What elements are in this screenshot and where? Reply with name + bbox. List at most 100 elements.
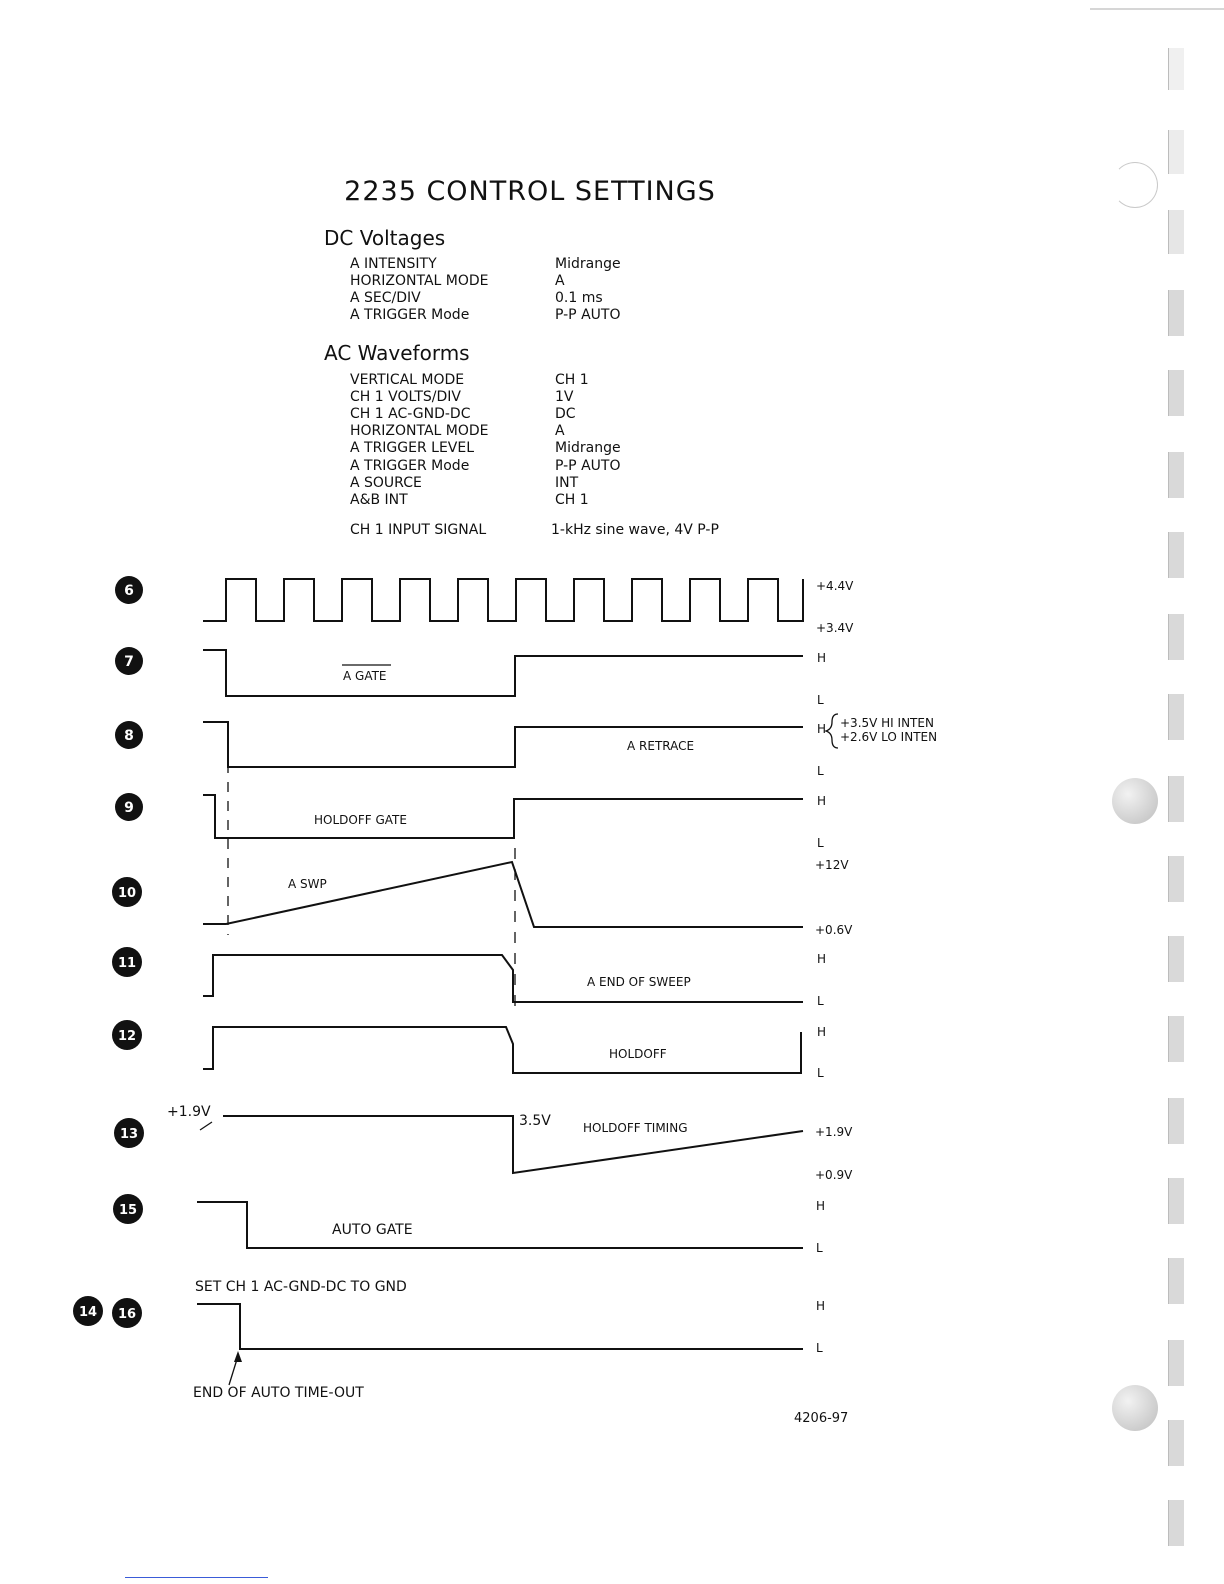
control-value: CH 1: [555, 371, 589, 388]
level-label: +4.4V: [816, 579, 854, 593]
dc-voltages-heading: DC Voltages: [324, 226, 446, 250]
level-label: H: [816, 1299, 825, 1313]
binder-tab: [1168, 1016, 1184, 1062]
marker-8: 8: [115, 721, 143, 749]
marker-12: 12: [112, 1020, 142, 1050]
level-label: H: [816, 1199, 825, 1213]
settings-row: A INTENSITY Midrange: [350, 255, 780, 272]
peak-level-label: 3.5V: [519, 1113, 551, 1129]
marker-14: 14: [73, 1296, 103, 1326]
svg-text:15: 15: [119, 1203, 137, 1218]
lo-inten-label: +2.6V LO INTEN: [840, 730, 937, 744]
control-name: A INTENSITY: [350, 255, 437, 272]
svg-text:12: 12: [118, 1029, 136, 1044]
svg-text:16: 16: [118, 1307, 136, 1322]
waveform-16-auto-timeout: [197, 1303, 803, 1350]
binder-ring-arc: [1112, 162, 1158, 208]
level-label: L: [817, 994, 824, 1008]
control-name: CH 1 INPUT SIGNAL: [350, 522, 487, 538]
svg-text:9: 9: [124, 800, 134, 816]
holdoff-timing-label: HOLDOFF TIMING: [583, 1121, 688, 1135]
a-sweep-label: A SWP: [288, 877, 327, 891]
pointer-line: [199, 1121, 213, 1131]
control-value: 0.1 ms: [555, 289, 603, 306]
level-label: H: [817, 722, 826, 736]
hi-inten-label: +3.5V HI INTEN: [840, 716, 934, 730]
control-value: A: [555, 272, 565, 289]
holdoff-gate-label: HOLDOFF GATE: [314, 813, 407, 827]
control-name: A&B INT: [350, 491, 408, 508]
svg-text:11: 11: [118, 956, 136, 971]
end-of-auto-timeout-note: END OF AUTO TIME-OUT: [193, 1385, 364, 1401]
binder-tab: [1168, 1500, 1184, 1546]
waveform-9-holdoff-gate: [203, 794, 803, 839]
control-name: HORIZONTAL MODE: [350, 272, 489, 289]
waveform-7-a-gate: [203, 649, 803, 697]
binder-tab: [1168, 370, 1184, 416]
level-label: L: [817, 836, 824, 850]
binder-tab: [1168, 1098, 1184, 1144]
marker-10: 10: [112, 877, 142, 907]
start-level-label: +1.9V: [167, 1104, 211, 1120]
svg-text:10: 10: [118, 886, 136, 901]
a-gate-label: A GATE: [343, 669, 387, 683]
level-label: H: [817, 952, 826, 966]
control-name: A SOURCE: [350, 474, 422, 491]
control-name: A TRIGGER Mode: [350, 457, 470, 474]
level-label: +1.9V: [815, 1125, 853, 1139]
a-retrace-label: A RETRACE: [627, 739, 694, 753]
binder-hole: [1112, 778, 1158, 824]
binder-tab: [1168, 1420, 1184, 1466]
level-label: +0.6V: [815, 923, 853, 937]
binder-tab: [1168, 1178, 1184, 1224]
control-name: A SEC/DIV: [350, 289, 421, 306]
level-label: H: [817, 794, 826, 808]
control-value: P-P AUTO: [555, 307, 621, 324]
arrow-head: [234, 1351, 242, 1362]
control-value: CH 1: [555, 491, 589, 508]
level-label: H: [817, 1025, 826, 1039]
marker-6: 6: [115, 576, 143, 604]
control-value: Midrange: [555, 255, 621, 272]
control-name: A TRIGGER Mode: [350, 307, 470, 324]
binder-tab: [1168, 48, 1184, 90]
dc-voltages-table: A INTENSITY Midrange HORIZONTAL MODE A A S…: [350, 255, 780, 324]
settings-row: HORIZONTAL MODE A: [350, 272, 780, 289]
control-value: P-P AUTO: [555, 457, 621, 474]
ac-waveforms-heading: AC Waveforms: [324, 341, 470, 365]
marker-15: 15: [113, 1194, 143, 1224]
control-value: 1V: [555, 388, 574, 405]
waveform-13-holdoff-timing: [223, 1115, 804, 1175]
scan-edge-line: [1090, 8, 1224, 10]
waveform-8-a-retrace: [203, 721, 803, 768]
svg-text:6: 6: [124, 583, 134, 599]
marker-13: 13: [114, 1118, 144, 1148]
level-label: +12V: [815, 858, 849, 872]
page-title: 2235 CONTROL SETTINGS: [344, 176, 716, 207]
control-name: VERTICAL MODE: [350, 371, 465, 388]
set-gnd-note: SET CH 1 AC-GND-DC TO GND: [195, 1279, 407, 1295]
binder-tab: [1168, 130, 1184, 174]
level-label: L: [817, 764, 824, 778]
marker-16: 16: [112, 1298, 142, 1328]
control-name: HORIZONTAL MODE: [350, 423, 489, 440]
control-name: A TRIGGER LEVEL: [350, 440, 475, 457]
binder-hole: [1112, 1385, 1158, 1431]
control-value: DC: [555, 405, 576, 422]
waveform-15-auto-gate: [197, 1201, 803, 1249]
binder-tab: [1168, 1340, 1184, 1386]
settings-row: A SEC/DIV 0.1 ms: [350, 289, 780, 306]
binder-tab: [1168, 694, 1184, 740]
waveform-11-end-of-sweep: [203, 954, 803, 1003]
binder-tab: [1168, 614, 1184, 660]
waveform-12-holdoff: [203, 1026, 802, 1074]
marker-9: 9: [115, 793, 143, 821]
binder-tab: [1168, 1258, 1184, 1304]
binder-tab: [1168, 532, 1184, 578]
